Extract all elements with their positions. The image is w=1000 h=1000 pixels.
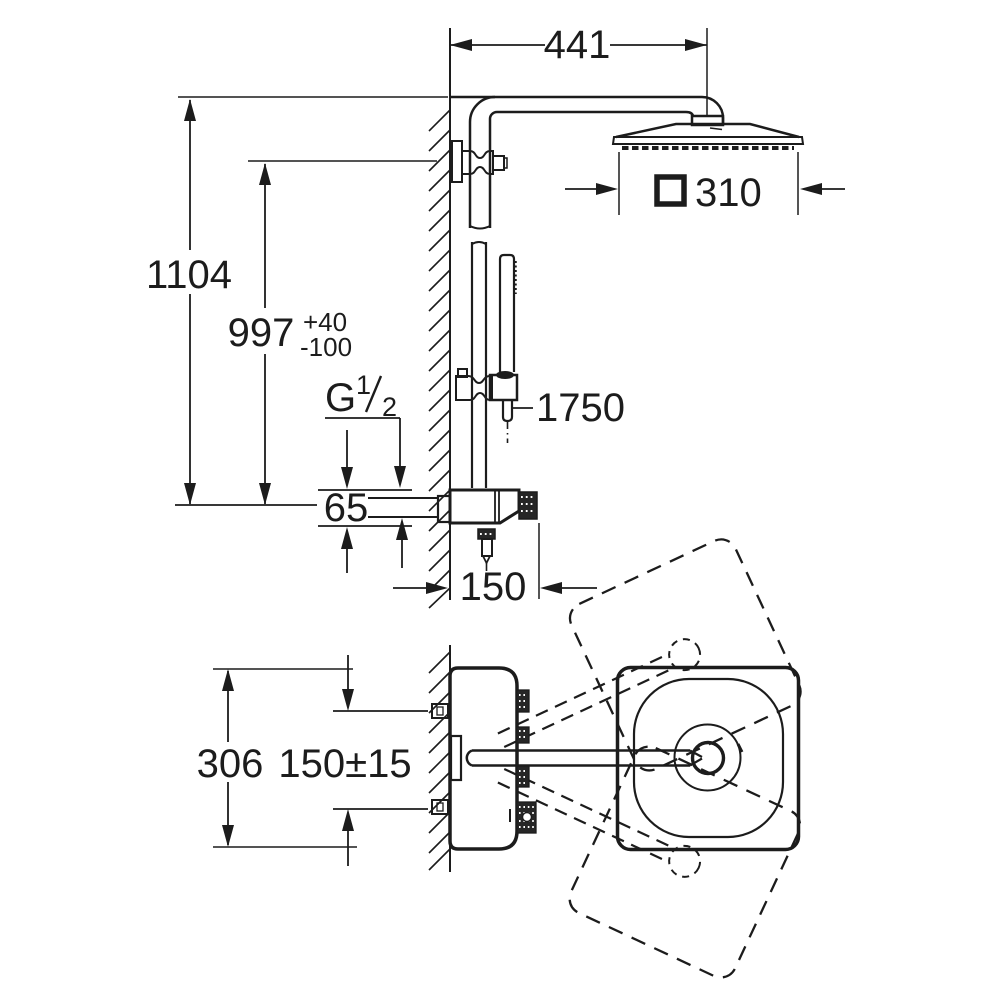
dimension-306: 306 bbox=[197, 668, 357, 848]
dim-hose-length: 1750 bbox=[536, 386, 625, 430]
bracket-knob bbox=[492, 155, 505, 171]
label-thread-g-half: G 1 2 bbox=[325, 370, 408, 568]
dim-arm-reach: 441 bbox=[544, 23, 611, 67]
temperature-knob bbox=[518, 491, 538, 520]
dim-outlet-spacing: 150±15 bbox=[278, 742, 411, 786]
wall-fitting-top bbox=[431, 703, 449, 719]
dimension-150-15: 150±15 bbox=[278, 655, 428, 866]
hand-shower bbox=[498, 253, 517, 372]
glide-rail bbox=[470, 241, 488, 488]
label-hose-length: 1750 bbox=[512, 386, 625, 430]
dim-valve-depth: 150 bbox=[460, 565, 527, 609]
dimension-441: 441 bbox=[450, 23, 708, 116]
wall-fitting-bottom bbox=[431, 799, 449, 815]
dim-mounting-height: 997 bbox=[228, 311, 295, 355]
thread-numerator: 1 bbox=[356, 370, 371, 400]
dimension-997: 997 +40 -100 bbox=[175, 160, 437, 506]
wall-hatching-plan bbox=[428, 651, 451, 871]
square-symbol bbox=[654, 174, 687, 207]
dimension-150-depth: 150 bbox=[393, 523, 597, 609]
front-elevation-view: 441 310 1104 997 +40 bbox=[146, 23, 845, 609]
thread-denominator: 2 bbox=[382, 392, 397, 422]
swivel-range-lower bbox=[497, 745, 802, 979]
dim-tolerance-plus: +40 bbox=[303, 307, 347, 337]
wall-bracket bbox=[451, 140, 508, 183]
shower-arm-and-pipe bbox=[450, 95, 725, 230]
dim-head-width: 310 bbox=[695, 171, 762, 215]
arm-wall-plate bbox=[449, 734, 463, 782]
knurl-patch-1 bbox=[516, 689, 530, 713]
holder-grip bbox=[496, 371, 514, 379]
wall-hatching-upper bbox=[428, 109, 451, 609]
dim-valve-height: 65 bbox=[324, 486, 369, 530]
thermostat-valve bbox=[368, 488, 538, 580]
dim-overall-height: 1104 bbox=[146, 253, 232, 297]
dim-plan-overall: 306 bbox=[197, 742, 264, 786]
head-shower-plan bbox=[615, 665, 801, 852]
shower-arm-plan bbox=[465, 749, 703, 767]
dim-tolerance-minus: -100 bbox=[300, 332, 352, 362]
knurl-patch-2 bbox=[516, 726, 530, 744]
hose-connector bbox=[501, 400, 514, 443]
spray-face-outline bbox=[632, 677, 785, 839]
plan-view: 306 150±15 bbox=[197, 538, 802, 979]
dimension-65: 65 bbox=[318, 430, 412, 573]
dimension-1104: 1104 bbox=[146, 96, 448, 505]
knurl-patch-3 bbox=[516, 765, 530, 788]
ball-joint-hub bbox=[690, 740, 726, 776]
dimension-310: 310 bbox=[565, 152, 845, 215]
wall-inlet-fitting bbox=[436, 494, 452, 524]
thread-letter: G bbox=[325, 376, 356, 420]
head-shower-side bbox=[611, 122, 805, 150]
